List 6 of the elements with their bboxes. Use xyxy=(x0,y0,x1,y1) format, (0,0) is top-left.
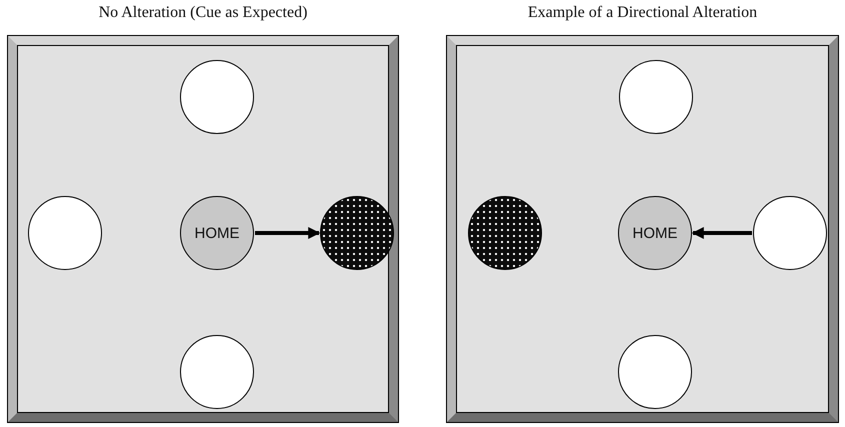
arrow xyxy=(692,227,752,239)
panel-title: No Alteration (Cue as Expected) xyxy=(98,4,308,22)
home-circle: HOME xyxy=(180,196,254,270)
panel-title: Example of a Directional Alteration xyxy=(526,4,758,22)
arrow xyxy=(255,227,320,239)
home-circle: HOME xyxy=(618,196,692,270)
